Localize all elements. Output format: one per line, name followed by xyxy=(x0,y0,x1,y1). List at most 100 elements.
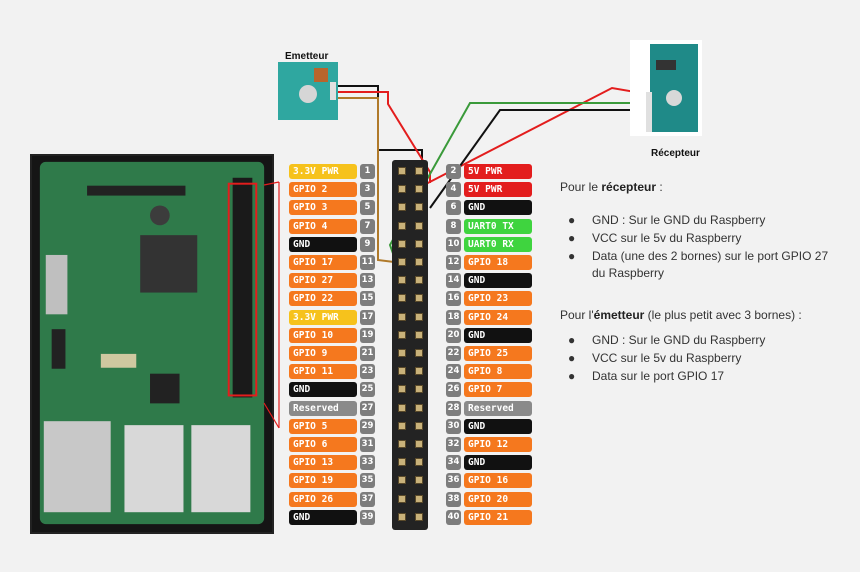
pin-label-left: GND xyxy=(289,509,357,525)
pin-label-left: Reserved xyxy=(289,400,357,416)
pin-label-right: GPIO 25 xyxy=(464,346,532,361)
pin-number-left: 23 xyxy=(360,364,375,380)
header-pin xyxy=(398,203,406,212)
pin-label-right: GPIO 24 xyxy=(464,309,532,325)
pin-number-right: 20 xyxy=(446,327,461,343)
pin-number-left: 9 xyxy=(360,236,375,252)
pin-number-right: 10 xyxy=(446,236,461,252)
header-pin xyxy=(415,403,423,412)
header-pin xyxy=(398,330,406,339)
header-pin xyxy=(398,458,406,467)
header-pin xyxy=(415,312,423,321)
pin-number-right: 16 xyxy=(446,291,461,307)
pin-number-right: 30 xyxy=(446,418,461,434)
receiver-module-image xyxy=(630,40,702,136)
header-pin xyxy=(398,440,406,448)
pin-label-right: GPIO 7 xyxy=(464,382,532,398)
pin-label-right: GND xyxy=(464,327,532,343)
pin-number-left: 13 xyxy=(360,273,375,289)
header-pin xyxy=(398,512,406,521)
header-pin xyxy=(415,512,423,521)
header-pin xyxy=(415,294,423,303)
receiver-notes-title: Pour le récepteur : xyxy=(560,180,663,194)
pin-number-left: 11 xyxy=(360,255,375,270)
header-pin xyxy=(398,476,406,485)
pin-label-left: GPIO 4 xyxy=(289,218,357,234)
header-pin xyxy=(398,367,406,376)
pin-number-right: 32 xyxy=(446,437,461,452)
header-pin xyxy=(398,276,406,285)
header-pin xyxy=(415,276,423,285)
header-pin xyxy=(398,403,406,412)
pin-number-left: 15 xyxy=(360,291,375,307)
pin-label-right: GND xyxy=(464,273,532,289)
header-pin xyxy=(415,330,423,339)
pin-number-right: 40 xyxy=(446,509,461,525)
header-pin xyxy=(415,185,423,194)
pin-number-left: 39 xyxy=(360,509,375,525)
header-pin xyxy=(398,167,406,175)
pin-number-right: 22 xyxy=(446,346,461,361)
pin-label-left: GPIO 6 xyxy=(289,437,357,452)
header-pin xyxy=(415,421,423,430)
pin-label-right: GPIO 18 xyxy=(464,255,532,270)
pin-number-right: 24 xyxy=(446,364,461,380)
header-pin xyxy=(415,167,423,175)
pin-number-left: 7 xyxy=(360,218,375,234)
pin-number-right: 8 xyxy=(446,218,461,234)
header-pin xyxy=(415,258,423,266)
pin-label-right: 5V PWR xyxy=(464,164,532,179)
pin-label-left: GPIO 19 xyxy=(289,473,357,489)
pin-label-right: Reserved xyxy=(464,400,532,416)
pin-number-left: 21 xyxy=(360,346,375,361)
pin-number-left: 3 xyxy=(360,182,375,198)
pin-number-left: 17 xyxy=(360,309,375,325)
pin-number-left: 29 xyxy=(360,418,375,434)
pin-number-right: 6 xyxy=(446,200,461,216)
header-pin xyxy=(415,458,423,467)
pin-label-right: GPIO 23 xyxy=(464,291,532,307)
pin-label-left: GPIO 11 xyxy=(289,364,357,380)
pin-label-left: GPIO 2 xyxy=(289,182,357,198)
pin-label-left: GPIO 27 xyxy=(289,273,357,289)
pin-number-right: 18 xyxy=(446,309,461,325)
header-pin xyxy=(398,221,406,230)
pin-label-right: UART0 RX xyxy=(464,236,532,252)
pin-number-right: 12 xyxy=(446,255,461,270)
header-pin xyxy=(398,294,406,303)
header-pin xyxy=(398,258,406,266)
pin-label-right: UART0 TX xyxy=(464,218,532,234)
transmitter-module-image xyxy=(278,62,338,120)
pin-label-left: 3.3V PWR xyxy=(289,164,357,179)
pin-number-left: 1 xyxy=(360,164,375,179)
pin-number-left: 33 xyxy=(360,455,375,471)
pin-label-right: GND xyxy=(464,455,532,471)
pin-label-left: GPIO 5 xyxy=(289,418,357,434)
pin-label-left: GPIO 10 xyxy=(289,327,357,343)
pin-number-left: 27 xyxy=(360,400,375,416)
pin-label-right: GPIO 21 xyxy=(464,509,532,525)
pin-label-right: 5V PWR xyxy=(464,182,532,198)
header-pin xyxy=(398,185,406,194)
pin-number-right: 36 xyxy=(446,473,461,489)
pin-number-right: 28 xyxy=(446,400,461,416)
pin-label-left: 3.3V PWR xyxy=(289,309,357,325)
header-pin xyxy=(398,421,406,430)
pin-label-right: GND xyxy=(464,200,532,216)
